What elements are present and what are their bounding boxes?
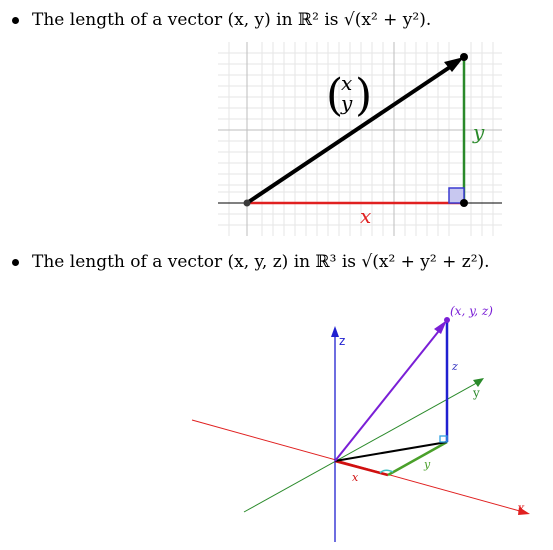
z-segment-label: z — [451, 360, 458, 373]
vector-paren-right: ) — [355, 70, 372, 121]
vector-label-bottom: y — [340, 91, 353, 115]
z-axis-arrowhead — [331, 326, 339, 337]
bullet-text-3d: The length of a vector (x, y, z) in ℝ³ i… — [32, 252, 490, 272]
x-axis-label: x — [518, 501, 525, 515]
right-angle-marker — [448, 187, 465, 204]
y-leg-label: y — [472, 120, 485, 144]
y-axis-label: y — [472, 386, 480, 400]
y-segment-label: y — [423, 458, 431, 471]
vector-arrowhead — [444, 57, 464, 72]
origin-point — [243, 199, 251, 207]
y-segment — [387, 440, 448, 477]
bullet-dot — [12, 17, 19, 24]
point-label: (x, y, z) — [450, 304, 493, 318]
y-axis-arrowhead — [473, 378, 484, 387]
tip-point-3d — [444, 317, 450, 323]
corner-point — [460, 199, 468, 207]
figure-3d-vector: z y x (x, y, z) z y x — [182, 290, 540, 545]
x-leg-label: x — [360, 204, 371, 228]
right-angle-z — [439, 435, 448, 443]
x-segment-label: x — [352, 471, 359, 484]
vector-arrow — [245, 61, 458, 205]
right-angle-xy — [379, 469, 394, 474]
x-axis-arrowhead — [518, 507, 530, 515]
x-segment — [334, 459, 389, 477]
tip-point — [460, 53, 468, 61]
z-axis-label: z — [339, 334, 345, 348]
vector-label-top: x — [341, 71, 352, 95]
y-axis-3d — [243, 379, 483, 513]
vector-paren-left: ( — [326, 70, 343, 121]
diagonal-segment — [334, 441, 448, 462]
figure-2d-vector: ( ) x y y x — [218, 42, 502, 236]
bullet-dot — [12, 259, 19, 266]
bullet-text-2d: The length of a vector (x, y) in ℝ² is √… — [32, 10, 432, 30]
vector-3d — [334, 326, 443, 462]
vector-3d-arrowhead — [434, 320, 447, 334]
